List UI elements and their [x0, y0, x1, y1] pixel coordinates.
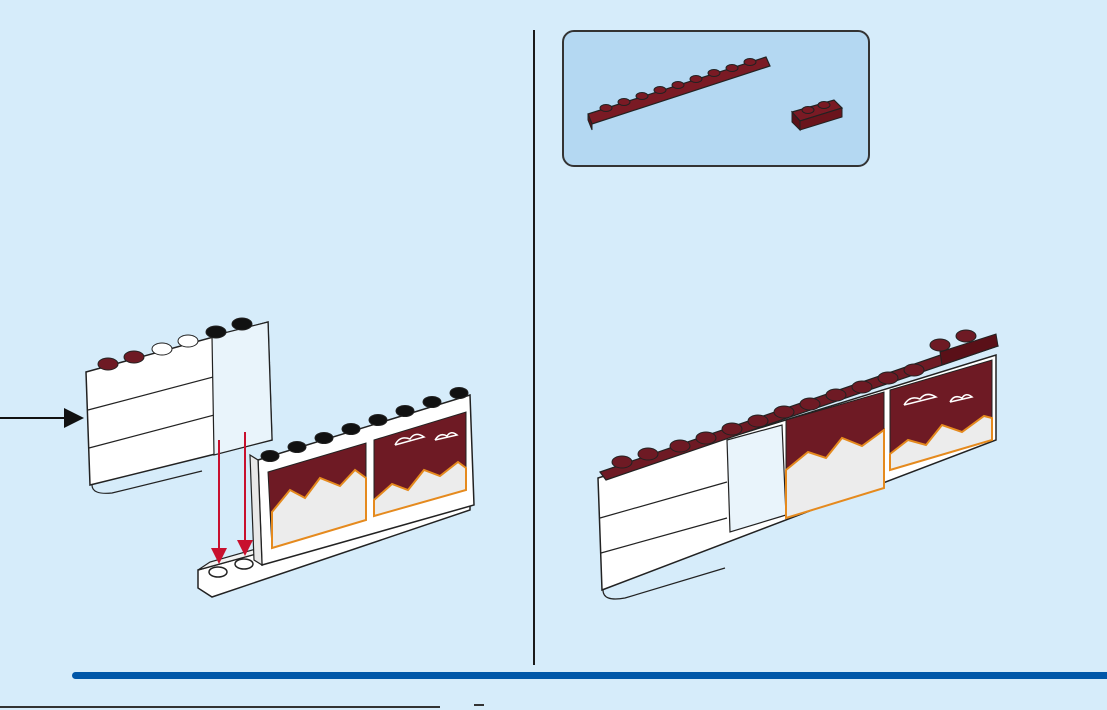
- dark-red-1x2-jumper-plate: [792, 100, 842, 130]
- left-step-illustration: [0, 300, 520, 610]
- parts-callout: [562, 30, 870, 167]
- right-step-illustration: [590, 310, 1010, 610]
- step-divider: [533, 30, 535, 665]
- parts-callout-art: [564, 32, 868, 165]
- dark-red-1x10-plate: [588, 57, 770, 130]
- progress-bar: [72, 672, 1107, 679]
- footer-tick: [474, 704, 484, 706]
- assembled-wall: [598, 355, 996, 599]
- footer-line: [0, 706, 440, 708]
